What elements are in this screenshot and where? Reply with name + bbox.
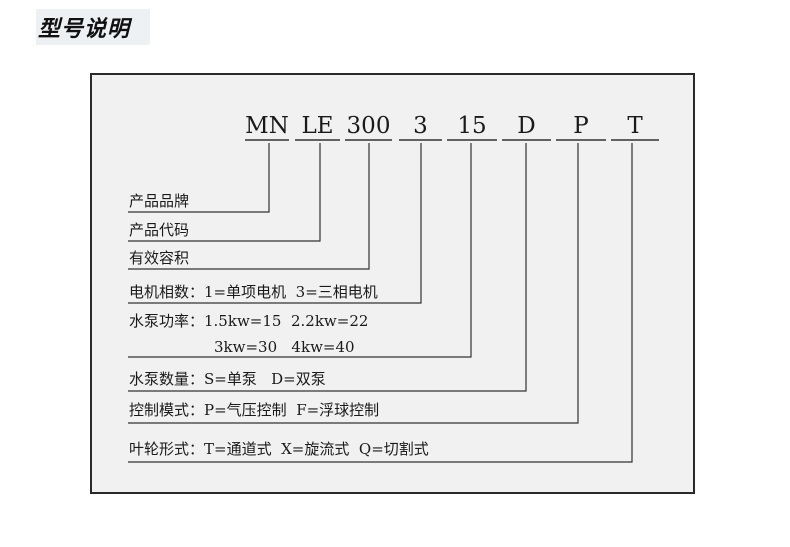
code-power: 15 [457,113,487,139]
code-volume: 300 [346,113,391,139]
leader-brand [128,143,270,213]
desc-power: 水泵功率：1.5kw=15 2.2kw=22 [129,312,369,330]
leader-product-code [128,143,321,242]
code-brand: MN [245,113,289,139]
desc-control: 控制模式：P=气压控制 F=浮球控制 [129,401,380,419]
desc-brand: 产品品牌 [129,192,190,210]
code-pump-count: D [517,113,536,139]
leader-control [128,143,579,424]
page-title: 型号说明 [38,17,131,42]
code-product: LE [301,113,334,139]
leader-phase [128,143,422,304]
leader-volume [128,143,370,270]
leader-power [128,143,472,358]
code-phase: 3 [413,113,428,139]
desc-power-cont: 3kw=30 4kw=40 [214,338,355,356]
leader-pump-count [128,143,527,392]
title-banner: 型号说明 [36,9,150,45]
desc-volume: 有效容积 [129,249,190,267]
diagram-frame [90,73,695,494]
desc-product-code: 产品代码 [129,221,190,239]
desc-phase: 电机相数：1=单项电机 3=三相电机 [129,283,378,301]
desc-pump-count: 水泵数量：S=单泵 D=双泵 [129,370,326,388]
leader-impeller [128,143,633,463]
desc-impeller: 叶轮形式：T=通道式 X=旋流式 Q=切割式 [129,440,429,458]
code-control: P [573,113,589,139]
code-impeller: T [627,113,643,139]
